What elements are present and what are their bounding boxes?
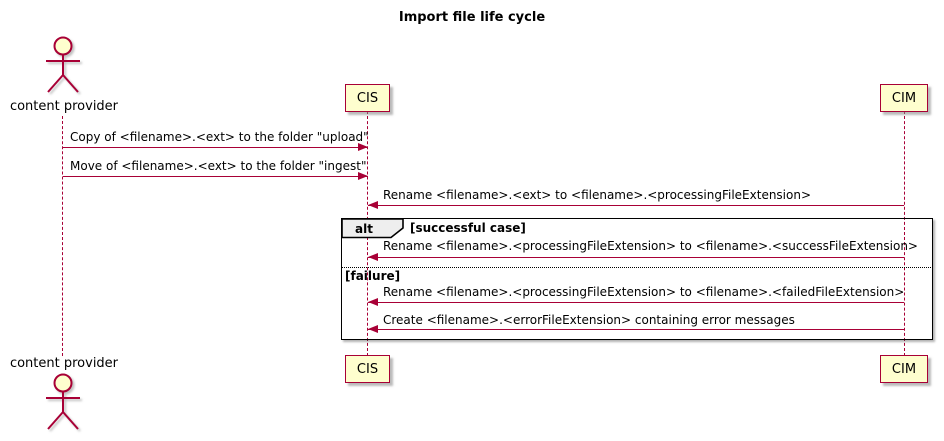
message-line <box>368 329 904 330</box>
alt-operator-tab: alt <box>341 218 404 239</box>
arrowhead-icon <box>368 298 378 306</box>
alt-operator-label: alt <box>355 222 373 236</box>
message-label: Copy of <filename>.<ext> to the folder "… <box>70 130 369 144</box>
participant-cim-top: CIM <box>880 84 928 112</box>
guard-successful-case: [successful case] <box>410 221 526 235</box>
participant-cis-bottom: CIS <box>345 355 390 383</box>
arrowhead-icon <box>368 325 378 333</box>
message-line <box>63 176 368 177</box>
lifeline-cim <box>904 111 905 356</box>
message-label: Rename <filename>.<processingFileExtensi… <box>383 285 905 299</box>
message-label: Create <filename>.<errorFileExtension> c… <box>383 313 795 327</box>
alt-section-divider <box>341 267 933 268</box>
lifeline-content-provider <box>62 116 63 356</box>
actor-figure-icon <box>46 373 80 430</box>
arrowhead-icon <box>358 143 368 151</box>
actor-label-top: content provider <box>9 99 119 114</box>
actor-label-bottom: content provider <box>9 356 119 371</box>
participant-cis-top: CIS <box>345 84 390 112</box>
message-line <box>368 205 904 206</box>
guard-failure: [failure] <box>345 269 401 283</box>
message-line <box>368 257 904 258</box>
message-line <box>368 302 904 303</box>
participant-cim-bottom: CIM <box>880 355 928 383</box>
actor-figure-icon <box>46 36 80 93</box>
diagram-title: Import file life cycle <box>398 10 546 25</box>
arrowhead-icon <box>358 172 368 180</box>
arrowhead-icon <box>368 253 378 261</box>
alt-fragment-frame: alt <box>341 218 933 340</box>
message-label: Rename <filename>.<ext> to <filename>.<p… <box>383 188 812 202</box>
message-label: Rename <filename>.<processingFileExtensi… <box>383 239 918 253</box>
message-line <box>63 147 368 148</box>
arrowhead-icon <box>368 201 378 209</box>
message-label: Move of <filename>.<ext> to the folder "… <box>70 159 367 173</box>
